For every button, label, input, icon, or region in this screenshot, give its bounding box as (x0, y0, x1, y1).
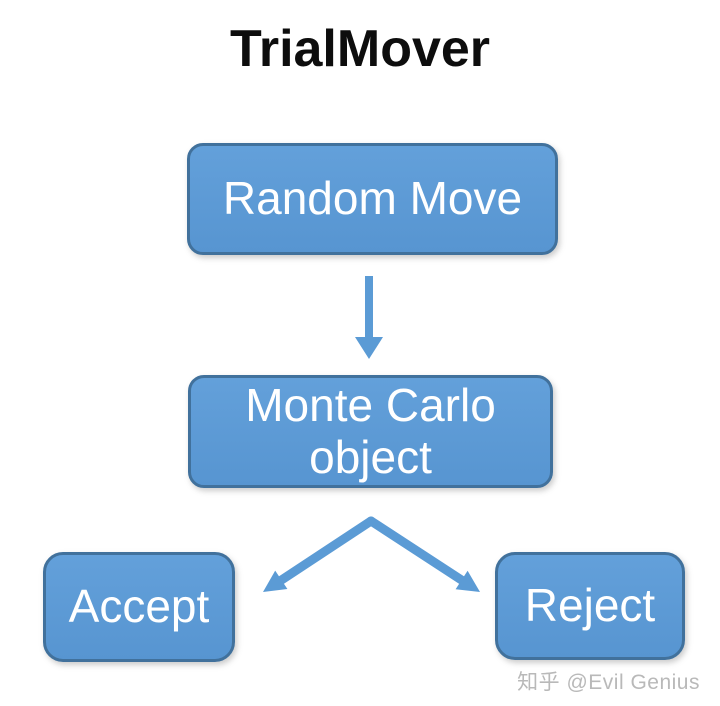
node-random-move-label: Random Move (222, 172, 523, 225)
arrow-branch-left-icon (263, 516, 376, 592)
node-accept: Accept (43, 552, 235, 662)
watermark: 知乎 @Evil Genius (517, 671, 700, 694)
node-monte-carlo-object: Monte Carlo object (188, 375, 553, 488)
arrow-branch-right-icon (366, 516, 480, 592)
arrow-down-icon (355, 276, 383, 359)
node-reject-label: Reject (524, 579, 656, 632)
node-monte-carlo-object-label: Monte Carlo object (245, 378, 496, 483)
node-accept-label: Accept (68, 580, 210, 633)
node-random-move: Random Move (187, 143, 558, 255)
page-title: TrialMover (229, 20, 491, 78)
node-reject: Reject (495, 552, 685, 660)
